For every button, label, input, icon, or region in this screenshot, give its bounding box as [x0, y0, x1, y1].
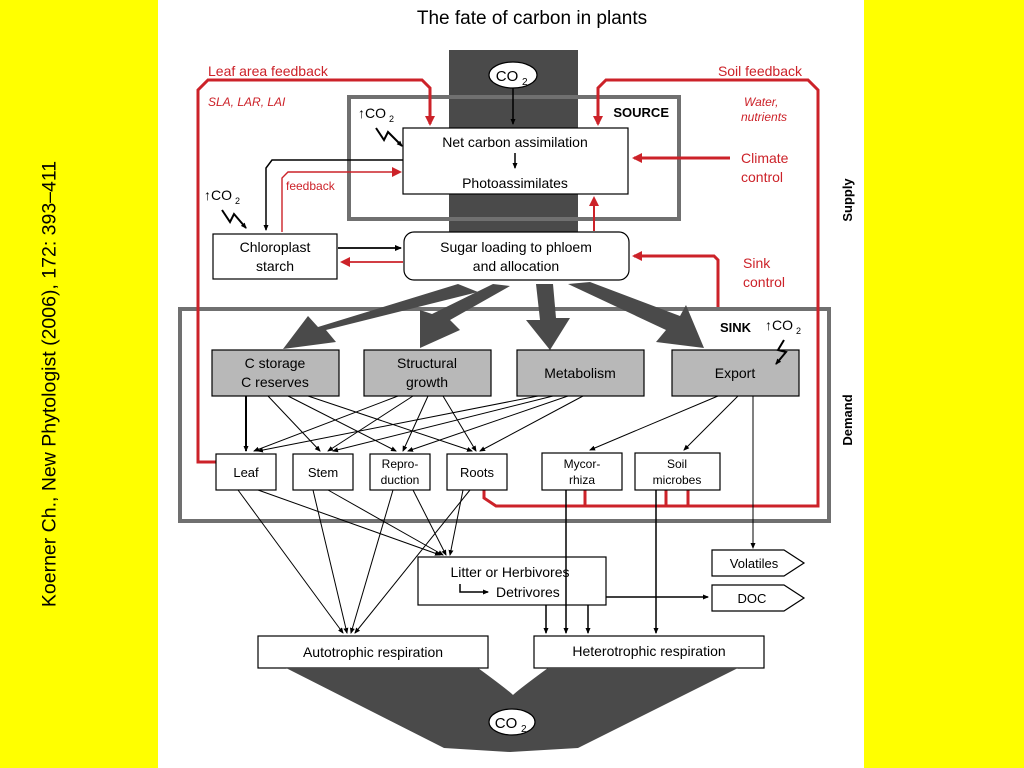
- reproduction-label-2: duction: [381, 473, 420, 487]
- mycorrhiza-label-2: rhiza: [569, 473, 595, 487]
- co2-source-text: CO: [496, 68, 519, 85]
- co2-release-text: CO: [495, 715, 518, 732]
- metabolism-label: Metabolism: [544, 365, 616, 381]
- soil-microbes-box: [634, 452, 721, 491]
- leaf-area-feedback-label: Leaf area feedback: [208, 63, 329, 79]
- co2-up-source-sub: 2: [389, 114, 394, 124]
- reproduction-label-1: Repro-: [382, 457, 419, 471]
- co2-release-sub: 2: [521, 724, 527, 735]
- volatiles-tag: [711, 549, 806, 577]
- litter-box: [417, 556, 607, 606]
- litter-label: Litter or Herbivores: [450, 564, 569, 580]
- co2-source-sub: 2: [522, 77, 528, 88]
- co2-release-oval: [488, 708, 536, 736]
- soil-microbes-label-2: microbes: [653, 473, 702, 487]
- leaf-box: [215, 453, 277, 491]
- co2-up-chloro-sub: 2: [235, 196, 240, 206]
- c-storage-label-2: C reserves: [241, 374, 309, 390]
- sink-to-organ-arrows: [243, 395, 756, 549]
- allocation-arrow-cstorage: [283, 284, 478, 349]
- arrow-litter-to-detrivores: [459, 584, 489, 595]
- co2-up-source-text: ↑CO: [358, 105, 386, 121]
- volatiles-label: Volatiles: [730, 556, 779, 571]
- feedback-label: feedback: [286, 179, 336, 193]
- sink-control-label-1: Sink: [743, 255, 771, 271]
- mycorrhiza-label-1: Mycor-: [564, 457, 601, 471]
- allocation-arrow-metabolism: [526, 284, 570, 350]
- leaf-area-feedback-loop: [196, 78, 435, 464]
- export-box: [671, 349, 800, 397]
- autotrophic-label: Autotrophic respiration: [303, 644, 443, 660]
- lightning-source-icon: [375, 127, 403, 147]
- reproduction-box: [369, 453, 431, 491]
- sugar-loading-box: [403, 231, 630, 281]
- sink-label: SINK: [720, 320, 752, 335]
- soil-microbes-label-1: Soil: [667, 457, 687, 471]
- heterotrophic-label: Heterotrophic respiration: [572, 643, 725, 659]
- structural-growth-box: [363, 349, 492, 397]
- export-label: Export: [715, 365, 756, 381]
- roots-box: [446, 453, 508, 491]
- leaf-label: Leaf: [233, 465, 259, 480]
- climate-label: Climate: [741, 150, 789, 166]
- allocation-arrow-export: [568, 282, 704, 348]
- carbon-fate-diagram: The fate of carbon in plants SOURCE SINK…: [178, 8, 855, 752]
- photoassimilates-label: Photoassimilates: [462, 175, 568, 191]
- arrow-sink-control: [632, 251, 720, 307]
- co2-up-chloro-text: ↑CO: [204, 187, 232, 203]
- heterotrophic-respiration-box: [533, 635, 765, 669]
- demand-label: Demand: [840, 394, 855, 445]
- chloroplast-label-1: Chloroplast: [240, 239, 311, 255]
- sugar-loading-label-2: and allocation: [473, 258, 559, 274]
- structural-label-2: growth: [406, 374, 448, 390]
- carbon-fate-figure: The fate of carbon in plants SOURCE SINK…: [158, 0, 864, 768]
- supply-label: Supply: [840, 178, 855, 222]
- chloroplast-box: [212, 233, 338, 280]
- lightning-chloro-icon: [221, 209, 247, 229]
- climate-control-label: control: [741, 169, 783, 185]
- sugar-loading-label-1: Sugar loading to phloem: [440, 239, 592, 255]
- co2-up-sink-text: ↑CO: [765, 317, 793, 333]
- sla-lar-lai-label: SLA, LAR, LAI: [208, 95, 286, 109]
- arrow-feedback-red: [281, 167, 402, 232]
- autotrophic-respiration-box: [257, 635, 489, 669]
- chloroplast-label-2: starch: [256, 258, 294, 274]
- soil-feedback-loop: [482, 78, 820, 508]
- lightning-sink-icon: [775, 339, 788, 365]
- detrivores-label: Detrivores: [496, 584, 560, 600]
- net-assimilation-label: Net carbon assimilation: [442, 134, 588, 150]
- c-storage-label-1: C storage: [245, 355, 306, 371]
- soil-feedback-label: Soil feedback: [718, 63, 803, 79]
- sink-box: [178, 307, 831, 523]
- diagram-title: The fate of carbon in plants: [417, 8, 647, 29]
- water-label: Water,: [744, 95, 778, 109]
- source-label: SOURCE: [613, 105, 669, 120]
- c-storage-box: [211, 349, 340, 397]
- allocation-arrow-structural: [420, 284, 510, 348]
- sink-control-label-2: control: [743, 274, 785, 290]
- arrow-assim-to-chloro: [263, 159, 403, 231]
- doc-tag: [711, 584, 806, 612]
- organ-to-sink-arrows: [237, 489, 709, 634]
- stem-box: [292, 453, 354, 491]
- co2-up-sink-sub: 2: [796, 326, 801, 336]
- stem-label: Stem: [308, 465, 338, 480]
- roots-label: Roots: [460, 465, 494, 480]
- doc-label: DOC: [738, 591, 767, 606]
- nutrients-label: nutrients: [741, 110, 787, 124]
- structural-label-1: Structural: [397, 355, 457, 371]
- citation-text: Koerner Ch., New Phytologist (2006), 172…: [38, 160, 61, 608]
- metabolism-box: [516, 349, 645, 397]
- mycorrhiza-box: [541, 452, 623, 491]
